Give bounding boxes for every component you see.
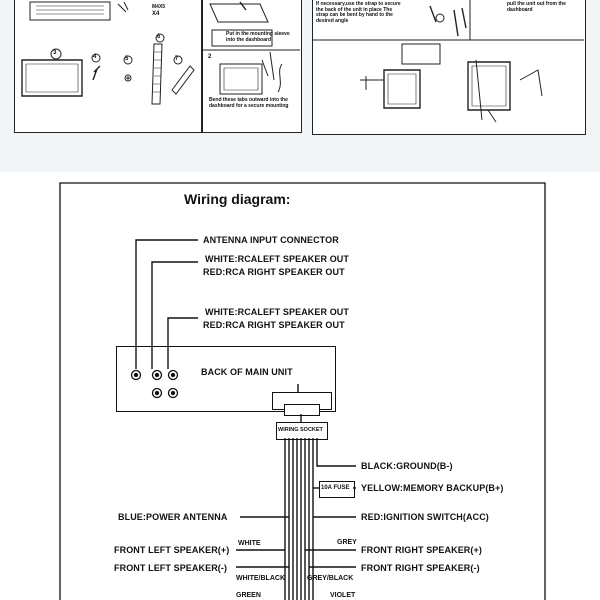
front-right-plus-label: FRONT RIGHT SPEAKER(+)	[361, 545, 482, 555]
rca1-red-label: RED:RCA RIGHT SPEAKER OUT	[203, 267, 345, 277]
step1-text: Put in the mounting sleeve into the dash…	[226, 31, 290, 43]
blue-antenna-label: BLUE:POWER ANTENNA	[118, 512, 228, 522]
wiring-title: Wiring diagram:	[184, 191, 291, 207]
pull-text: pull the unit out from the dashboard	[507, 1, 566, 13]
front-left-minus-label: FRONT LEFT SPEAKER(-)	[114, 563, 228, 573]
screw-quantity: X4	[152, 11, 160, 17]
part-number-3: 3	[53, 50, 57, 56]
installation-illustrations	[21, 0, 584, 123]
antenna-connector-label: ANTENNA INPUT CONNECTOR	[203, 235, 339, 245]
fuse-box	[319, 481, 355, 498]
rca-jacks	[130, 369, 179, 399]
fuse-label: 10A FUSE	[321, 485, 350, 491]
rca2-red-label: RED:RCA RIGHT SPEAKER OUT	[203, 320, 345, 330]
part-number-7: 7	[175, 56, 179, 62]
install-panel-strap	[312, 0, 586, 135]
rca1-white-label: WHITE:RCALEFT SPEAKER OUT	[205, 254, 349, 264]
red-ignition-label: RED:IGNITION SWITCH(ACC)	[361, 512, 489, 522]
wiring-socket-box	[276, 422, 328, 440]
install-panel-parts	[14, 0, 202, 133]
part-number-6: 6	[157, 34, 161, 40]
black-ground-label: BLACK:GROUND(B-)	[361, 461, 453, 471]
rca2-white-label: WHITE:RCALEFT SPEAKER OUT	[205, 307, 349, 317]
yellow-memory-label: YELLOW:MEMORY BACKUP(B+)	[361, 483, 504, 493]
front-right-minus-label: FRONT RIGHT SPEAKER(-)	[361, 563, 480, 573]
wire-green-label: GREEN	[236, 592, 261, 599]
wire-grey-label: GREY	[337, 539, 357, 546]
part-number-4: 4	[93, 54, 97, 60]
step2-number: 2	[208, 54, 212, 60]
wire-grey-black-label: GREY/BLACK	[307, 575, 354, 582]
screw-label: M4X5	[152, 4, 166, 10]
part-number-5: 5	[125, 56, 129, 62]
wiring-socket-label: WIRING SOCKET	[278, 427, 323, 433]
socket-plug-box	[284, 404, 320, 416]
wire-white-label: WHITE	[238, 540, 261, 547]
step2-text: Bend these tabs outward into the dashboa…	[209, 97, 289, 109]
wire-white-black-label: WHITE/BLACK	[236, 575, 285, 582]
front-left-plus-label: FRONT LEFT SPEAKER(+)	[114, 545, 230, 555]
main-unit-label: BACK OF MAIN UNIT	[201, 367, 293, 377]
wire-violet-label: VIOLET	[330, 592, 356, 599]
strap-text: If necessary,use the strap to secure the…	[316, 1, 401, 24]
